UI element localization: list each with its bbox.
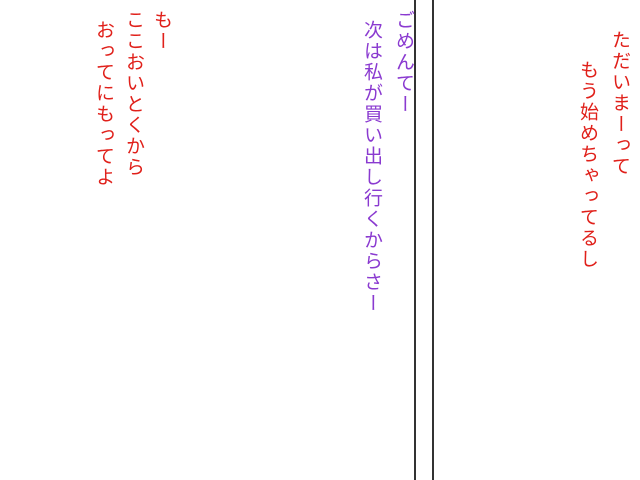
speech-center-line-1: ごめんてー (393, 10, 415, 115)
speech-right-line-1: ただいまーって (609, 30, 631, 177)
panel-divider-right (432, 0, 434, 480)
speech-center-line-2: 次は私が買い出し行くからさー (361, 20, 383, 314)
speech-left-line-1: もー (151, 10, 173, 52)
panel-divider-left (414, 0, 416, 480)
speech-right-line-2: もう始めちゃってるし (577, 60, 599, 270)
speech-left-line-3: おってにもってよ (93, 20, 115, 188)
speech-left-line-2: ここおいとくから (123, 10, 145, 178)
